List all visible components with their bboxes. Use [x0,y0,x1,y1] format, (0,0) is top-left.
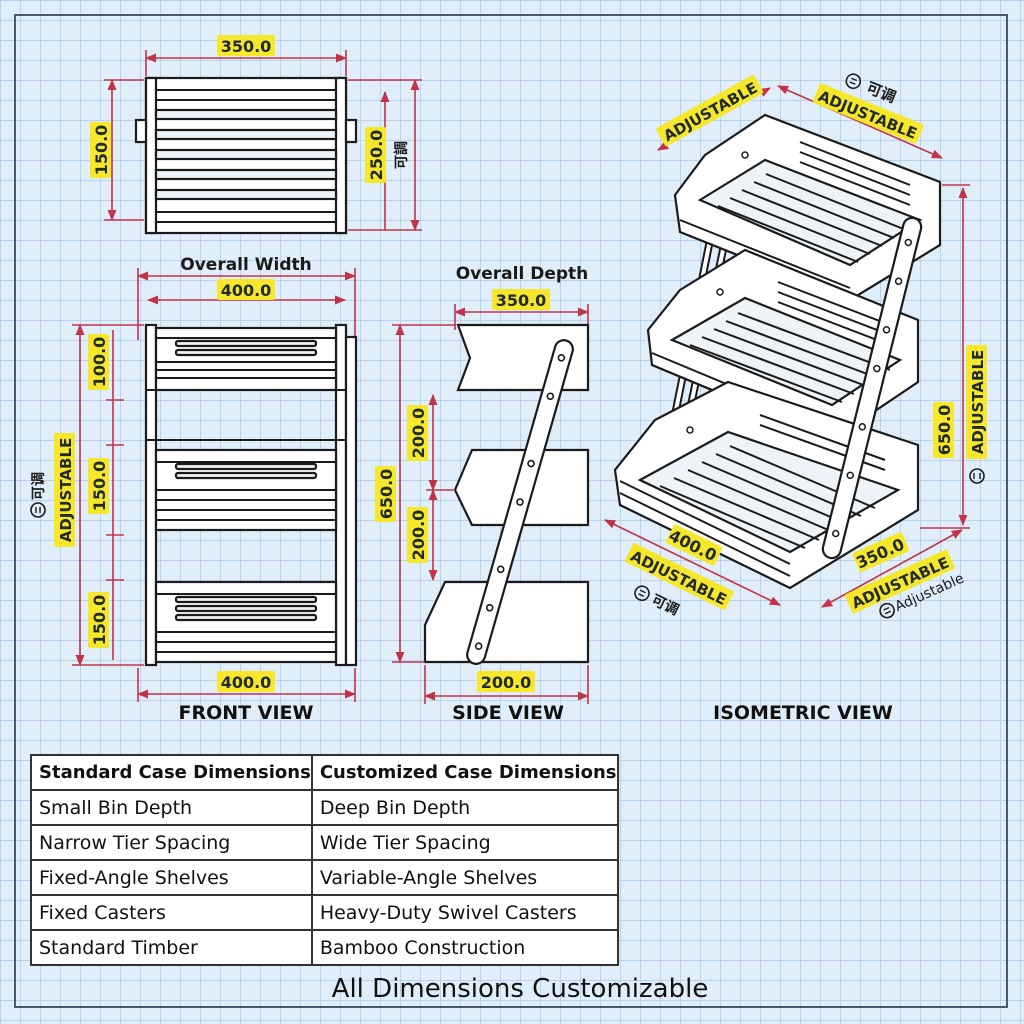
iso-adjust-icon-right [969,468,985,484]
iso-adjustable-cn-top: 可调 [864,79,899,107]
front-adjustable: ADJUSTABLE [57,438,75,543]
table-cell: Fixed Casters [30,894,313,931]
front-view-overall-width: 400.0 [221,281,272,300]
table-cell: Bamboo Construction [310,929,619,966]
table-row: Narrow Tier Spacing Wide Tier Spacing [30,824,619,861]
top-view-height-right: 250.0 [367,130,386,181]
table-row: Fixed-Angle Shelves Variable-Angle Shelv… [30,859,619,896]
dimensions-table: Standard Case Dimensions Customized Case… [30,754,619,966]
isometric-view-title: ISOMETRIC VIEW [713,702,893,724]
front-adjust-icon: 可调 [30,472,47,518]
isometric-view: ADJUSTABLE ADJUSTABLE 可调 650.0 ADJUSTABL… [603,73,987,724]
side-spacing-lower: 200.0 [409,510,428,561]
overall-depth-label: Overall Depth [456,264,589,284]
iso-adjust-icon-bottom: 可调 [634,585,681,619]
side-view-title: SIDE VIEW [452,702,564,724]
footer-caption: All Dimensions Customizable [331,974,709,1004]
table-header-customized: Customized Case Dimensions [310,754,619,791]
front-bottom-width: 400.0 [221,673,272,692]
iso-bin-2 [646,248,920,442]
overall-width-label: Overall Width [180,255,311,275]
side-leg [466,339,574,665]
table-cell: Deep Bin Depth [310,789,619,826]
side-overall-depth: 350.0 [496,291,547,310]
iso-height: 650.0 [935,405,954,456]
side-bottom-depth: 200.0 [481,673,532,692]
table-cell: Fixed-Angle Shelves [30,859,313,896]
top-view: 350.0 150.0 250.0 可調 [90,35,422,235]
table-cell: Small Bin Depth [30,789,313,826]
top-view-height-left: 150.0 [92,125,111,176]
front-adjustable-cn: 可调 [31,472,47,500]
table-row: Standard Timber Bamboo Construction [30,929,619,966]
table-cell: Variable-Angle Shelves [310,859,619,896]
side-spacing-upper: 200.0 [409,408,428,459]
side-view: Overall Depth 350.0 650.0 [375,264,590,724]
front-shelf-1 [154,326,338,392]
front-tier-1-height: 100.0 [90,337,109,388]
iso-adjustable-right: ADJUSTABLE [969,350,987,455]
side-overall-height: 650.0 [377,469,396,520]
table-cell: Standard Timber [30,929,313,966]
iso-adjustable-cn-bottom: 可调 [649,592,681,619]
front-view-title: FRONT VIEW [179,702,314,724]
top-view-width: 350.0 [221,37,272,56]
front-tier-3-height: 150.0 [90,595,109,646]
front-tier-2-height: 150.0 [90,461,109,512]
table-cell: Narrow Tier Spacing [30,824,313,861]
front-shelf-3 [154,580,338,664]
table-header-row: Standard Case Dimensions Customized Case… [30,754,619,791]
table-row: Fixed Casters Heavy-Duty Swivel Casters [30,894,619,931]
table-cell: Heavy-Duty Swivel Casters [310,894,619,931]
top-view-side-note: 可調 [393,141,410,169]
table-row: Small Bin Depth Deep Bin Depth [30,789,619,826]
front-shelf-2 [154,448,338,532]
table-header-standard: Standard Case Dimensions [30,754,313,791]
side-shelf-3 [423,580,590,664]
table-cell: Wide Tier Spacing [310,824,619,861]
front-view: Overall Width 400.0 [30,255,358,724]
